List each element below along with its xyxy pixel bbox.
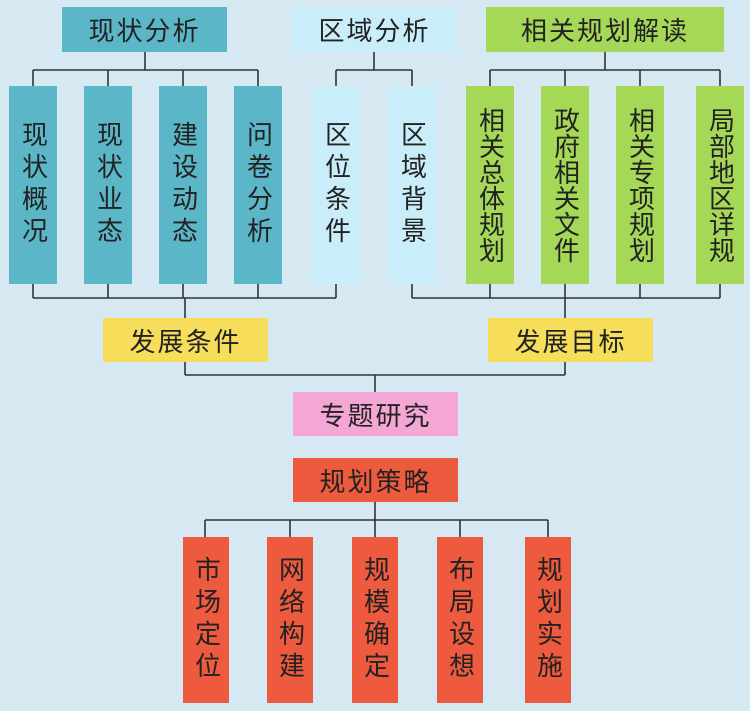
current-item-4: 问卷分析 xyxy=(234,86,282,284)
output-item-1: 市场定位 xyxy=(183,537,229,703)
current-analysis-title: 现状分析 xyxy=(62,7,227,52)
planning-item-2: 政府相关文件 xyxy=(541,86,589,284)
development-goals: 发展目标 xyxy=(488,318,653,362)
output-item-5: 规划实施 xyxy=(525,537,571,703)
planning-item-3: 相关专项规划 xyxy=(616,86,664,284)
planning-strategy: 规划策略 xyxy=(293,458,458,502)
regional-analysis-title: 区域分析 xyxy=(292,7,457,52)
current-item-1: 现状概况 xyxy=(9,86,57,284)
current-item-3: 建设动态 xyxy=(159,86,207,284)
regional-item-2: 区域背景 xyxy=(388,86,436,284)
regional-item-1: 区位条件 xyxy=(312,86,360,284)
development-conditions: 发展条件 xyxy=(103,318,268,362)
current-item-2: 现状业态 xyxy=(84,86,132,284)
planning-item-4: 局部地区详规 xyxy=(696,86,744,284)
output-item-3: 规模确定 xyxy=(352,537,398,703)
output-item-2: 网络构建 xyxy=(267,537,313,703)
output-item-4: 布局设想 xyxy=(437,537,483,703)
special-research: 专题研究 xyxy=(293,392,458,436)
planning-interpretation-title: 相关规划解读 xyxy=(486,7,724,52)
planning-item-1: 相关总体规划 xyxy=(466,86,514,284)
